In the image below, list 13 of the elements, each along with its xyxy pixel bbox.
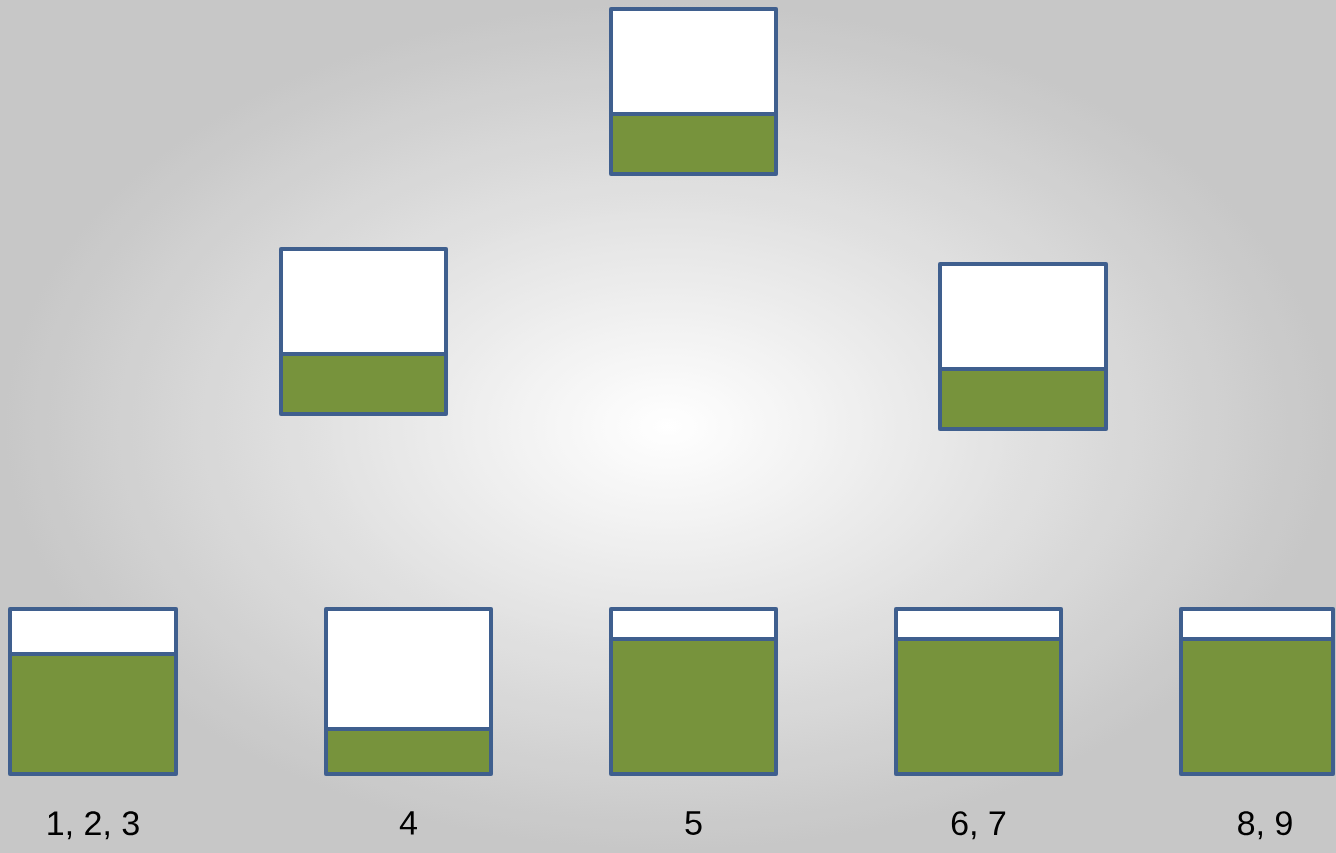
box-label: 5 [685,811,702,835]
level-box [1179,607,1335,776]
level-box [938,262,1108,431]
box-label: 8, 9 [1238,811,1292,840]
level-box [609,7,778,176]
level-box [324,607,493,776]
box-label: 1, 2, 3 [48,811,139,840]
box-label: 6, 7 [951,811,1006,840]
box-label: 4 [399,811,417,835]
level-box [8,607,178,776]
level-box [279,247,448,416]
level-box [609,607,778,776]
level-box [894,607,1063,776]
